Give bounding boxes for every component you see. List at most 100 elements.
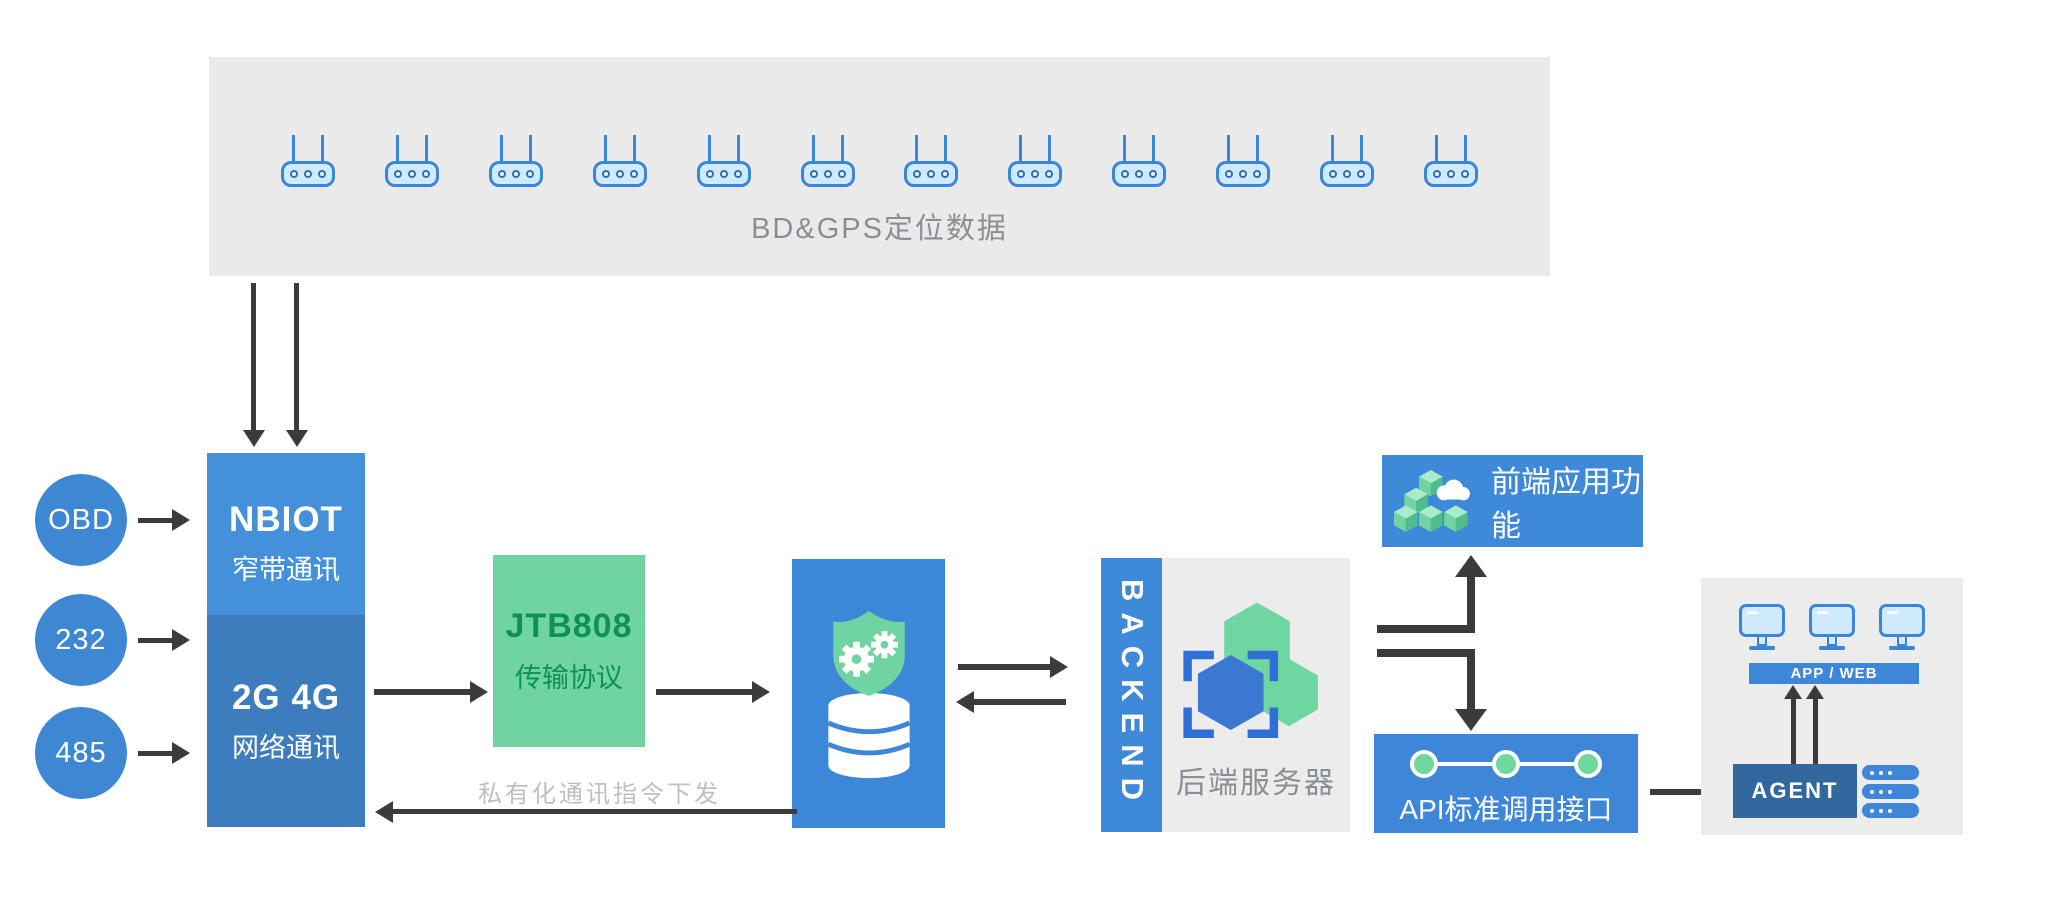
agent-label: AGENT bbox=[1751, 778, 1839, 803]
router-led bbox=[290, 170, 298, 178]
router-icon bbox=[281, 135, 335, 187]
protocol-title: JTB808 bbox=[505, 607, 633, 645]
router-led bbox=[497, 170, 506, 178]
router-icon bbox=[488, 135, 543, 187]
router-icon bbox=[1216, 135, 1271, 187]
router-antenna-left bbox=[1331, 135, 1335, 165]
router-led bbox=[809, 170, 818, 178]
arrow-head bbox=[752, 681, 770, 703]
chain-link bbox=[1520, 762, 1574, 766]
server-led bbox=[1879, 770, 1883, 775]
hexagon-cluster-icon bbox=[1183, 602, 1318, 738]
app-web-label: APP / WEB bbox=[1790, 665, 1878, 682]
arrow-shaft bbox=[958, 664, 1050, 670]
elbow-up-shaft-v bbox=[1467, 577, 1475, 633]
server-led bbox=[1879, 789, 1883, 794]
router-antenna-left bbox=[499, 135, 503, 165]
router-led bbox=[705, 170, 714, 178]
chain-link bbox=[1438, 762, 1492, 766]
router-led bbox=[1329, 170, 1338, 178]
router-led bbox=[1121, 170, 1130, 178]
input-label: OBD bbox=[48, 503, 114, 536]
input-arrow-shaft bbox=[138, 638, 172, 643]
down-arrow-shaft bbox=[251, 283, 256, 430]
router-antenna-right bbox=[1463, 135, 1467, 165]
router-led bbox=[629, 170, 638, 178]
api-label: API标准调用接口 bbox=[1399, 794, 1613, 825]
input-circle-obd: OBD bbox=[35, 474, 127, 566]
server-icon bbox=[1862, 803, 1919, 818]
arrow-shaft bbox=[656, 689, 752, 695]
monitor-base bbox=[1889, 646, 1915, 650]
router-body bbox=[696, 161, 751, 187]
router-body bbox=[1216, 161, 1271, 187]
router-body bbox=[592, 161, 647, 187]
client-panel: APP / WEB AGENT bbox=[1701, 578, 1963, 835]
router-led bbox=[511, 170, 520, 178]
input-circle-232: 232 bbox=[35, 594, 127, 686]
monitor-base bbox=[1819, 646, 1845, 650]
router-body bbox=[1320, 161, 1375, 187]
router-icon bbox=[592, 135, 647, 187]
elbow-down-shaft-v bbox=[1467, 649, 1475, 709]
cell-section: 2G 4G 网络通讯 bbox=[207, 615, 365, 827]
input-circle-485: 485 bbox=[35, 707, 127, 799]
router-body bbox=[384, 161, 439, 187]
monitor-screen bbox=[1809, 604, 1855, 637]
api-box: API标准调用接口 bbox=[1374, 734, 1638, 833]
router-antenna-left bbox=[603, 135, 607, 165]
monitor-icon bbox=[1739, 604, 1785, 650]
nbiot-subtitle: 窄带通讯 bbox=[232, 554, 340, 585]
down-arrow-shaft bbox=[294, 283, 299, 430]
router-icon bbox=[800, 135, 855, 187]
router-antenna-left bbox=[1434, 135, 1438, 165]
router-led bbox=[719, 170, 728, 178]
router-antenna-right bbox=[840, 135, 844, 165]
router-led bbox=[1460, 170, 1469, 178]
server-led bbox=[1888, 770, 1892, 775]
input-arrow-head bbox=[172, 742, 190, 764]
router-led bbox=[1239, 170, 1248, 178]
router-body bbox=[1423, 161, 1478, 187]
router-antenna-right bbox=[424, 135, 428, 165]
router-antenna-right bbox=[321, 135, 324, 165]
cell-title: 2G 4G bbox=[231, 677, 341, 717]
api-chain-icon bbox=[1410, 750, 1602, 778]
router-led bbox=[1135, 170, 1144, 178]
router-antenna-left bbox=[1227, 135, 1231, 165]
monitor-neck bbox=[1897, 637, 1907, 646]
monitor-icon bbox=[1809, 604, 1855, 650]
router-led bbox=[393, 170, 402, 178]
monitor-icon bbox=[1879, 604, 1925, 650]
nbiot-section: NBIOT 窄带通讯 bbox=[207, 453, 365, 615]
router-led bbox=[823, 170, 832, 178]
chain-node-icon bbox=[1410, 750, 1438, 778]
server-led bbox=[1888, 808, 1892, 813]
server-led bbox=[1870, 808, 1874, 813]
router-antenna-right bbox=[1152, 135, 1156, 165]
router-antenna-right bbox=[1360, 135, 1364, 165]
router-led bbox=[837, 170, 846, 178]
up-arrow-shaft bbox=[1791, 699, 1796, 764]
backend-bar-label: BACKEND bbox=[1114, 579, 1150, 811]
router-body bbox=[904, 161, 959, 187]
router-icon bbox=[1008, 135, 1063, 187]
router-antenna-left bbox=[292, 135, 295, 165]
elbow-down-shaft-h bbox=[1377, 649, 1475, 657]
bd-gps-panel: BD&GPS定位数据 bbox=[209, 57, 1550, 276]
router-led bbox=[1446, 170, 1455, 178]
cubes-cloud-icon bbox=[1394, 470, 1470, 532]
router-antenna-left bbox=[395, 135, 399, 165]
backend-bar: BACKEND bbox=[1101, 558, 1162, 832]
up-arrow-head bbox=[1806, 685, 1824, 699]
router-icon bbox=[696, 135, 751, 187]
arrow-shaft bbox=[974, 699, 1066, 705]
server-led bbox=[1870, 789, 1874, 794]
router-antenna-left bbox=[1019, 135, 1023, 165]
up-arrow-head bbox=[1784, 685, 1802, 699]
downlink-arrow-head bbox=[375, 801, 393, 823]
elbow-up-head bbox=[1455, 555, 1487, 577]
router-body bbox=[488, 161, 543, 187]
down-arrow-head bbox=[243, 430, 265, 447]
